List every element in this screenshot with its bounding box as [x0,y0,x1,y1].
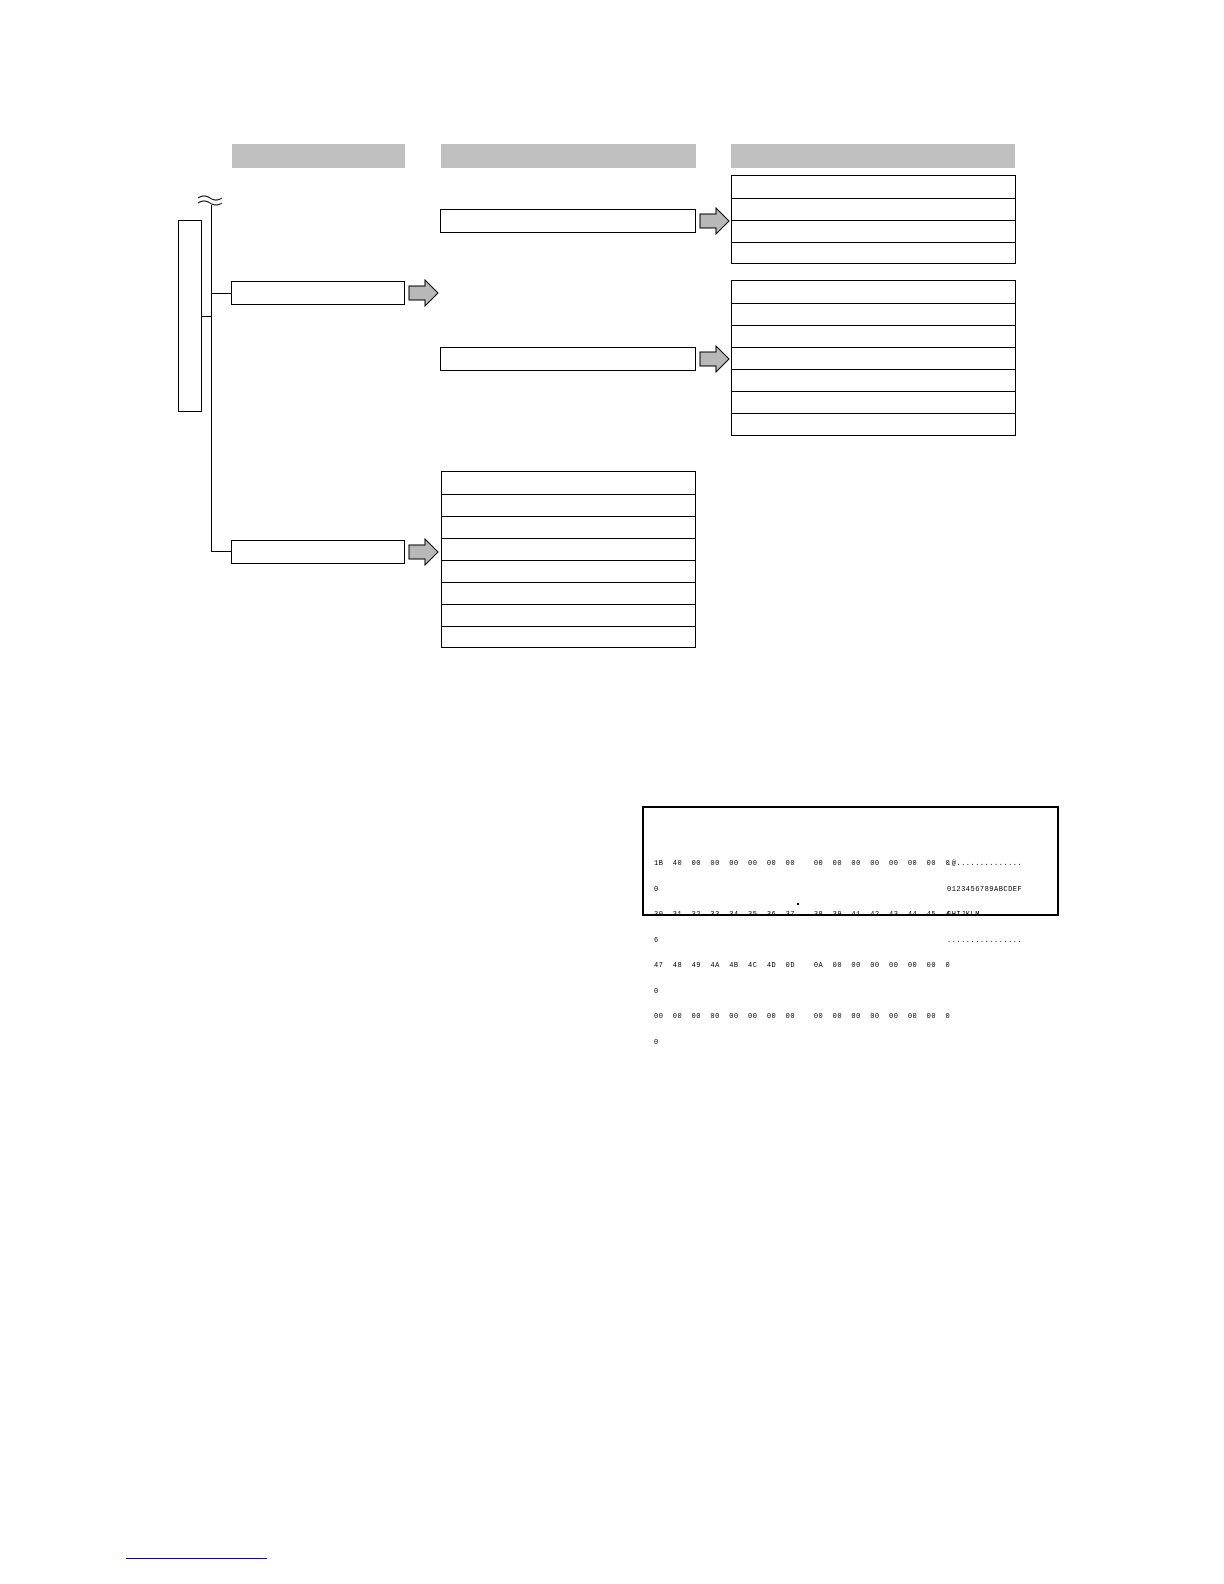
list-item [442,494,695,516]
level1-connector-b [211,551,232,552]
column-header-2 [441,144,696,168]
column-header-1 [232,144,405,168]
ascii-line: 0123456789ABCDEF [947,885,1023,894]
list-item [442,604,695,626]
list-item [732,220,1015,242]
tree-spine [211,205,212,551]
list-item [442,538,695,560]
list-item [732,325,1015,347]
level2-box-a2 [440,347,696,371]
hex-line: 0 [654,1038,659,1047]
hex-line: 00 00 00 00 00 00 00 00 00 00 00 00 00 0… [654,1013,951,1021]
root-connector [202,316,211,317]
list-item [732,281,1015,303]
level2-box-a1 [440,209,696,233]
hex-dump-hex-column: 1B 40 00 00 00 00 00 00 00 00 00 00 00 0… [654,843,950,1064]
tree-root-box [178,220,202,412]
list-item [732,176,1015,198]
list-item [732,391,1015,413]
break-mark-icon [197,195,223,206]
level1-box-b [231,540,405,564]
list-item [732,242,1015,264]
arrow-right-icon [699,207,730,235]
list-a2 [731,280,1016,436]
arrow-right-icon [699,345,730,373]
list-b [441,471,696,648]
list-item [732,369,1015,391]
hex-dump-ascii-column: .@.............. 0123456789ABCDEF GHIJKL… [947,843,1022,962]
ascii-line: GHIJKLM......... [947,911,1023,919]
list-item [442,582,695,604]
hex-dump-panel: 1B 40 00 00 00 00 00 00 00 00 00 00 00 0… [642,806,1059,1047]
list-item [442,516,695,538]
hex-line: 1B 40 00 00 00 00 00 00 00 00 00 00 00 0… [654,860,951,868]
hex-line: 0 [654,987,659,996]
list-item [442,560,695,582]
list-item [732,303,1015,325]
list-item [442,472,695,494]
arrow-right-icon [408,279,439,307]
list-item [732,413,1015,435]
stray-dot [797,903,799,905]
ascii-line: .@.............. [947,860,1023,868]
ascii-line: ................ [947,936,1023,945]
list-item [732,347,1015,369]
hex-line: 30 31 32 33 34 35 36 37 38 39 41 42 43 4… [654,911,951,919]
footer-link-underline[interactable] [126,1558,267,1559]
level1-connector-a [211,293,232,294]
hex-line: 6 [654,936,659,945]
list-a1 [731,175,1016,264]
list-item [732,198,1015,220]
hex-line: 47 48 49 4A 4B 4C 4D 0D 0A 00 00 00 00 0… [654,962,951,970]
column-header-3 [731,144,1015,168]
list-item [442,626,695,648]
level1-box-a [231,281,405,305]
arrow-right-icon [408,538,439,566]
hex-line: 0 [654,885,659,894]
